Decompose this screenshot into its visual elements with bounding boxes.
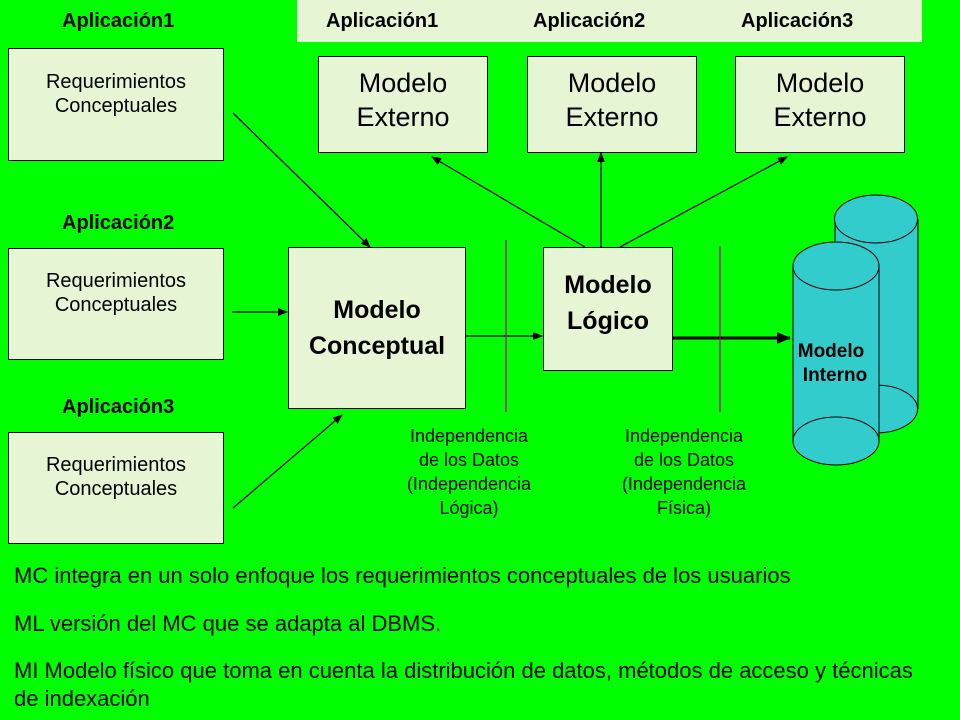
logical-independence-caption: Independencia de los Datos (Independenci…: [374, 424, 564, 520]
external-model-1-line2: Externo: [356, 101, 450, 132]
cylinder-front: [792, 241, 880, 466]
requirements-box-3-line1: Requerimientos: [45, 454, 187, 476]
note-ml: ML versión del MC que se adapta al DBMS.: [14, 611, 442, 636]
physical-independence-line4: Física): [657, 498, 711, 518]
conceptual-model-line2: Conceptual: [308, 332, 446, 360]
requirements-box-3-line2: Conceptuales: [54, 478, 178, 500]
external-model-2: Modelo Externo: [527, 56, 697, 153]
requirements-box-2-line1: Requerimientos: [45, 270, 187, 292]
internal-model-line1: Modelo: [797, 341, 865, 362]
physical-independence-caption: Independencia de los Datos (Independenci…: [589, 424, 779, 520]
note-mc: MC integra en un solo enfoque los requer…: [14, 563, 791, 588]
external-model-3-line2: Externo: [773, 101, 867, 132]
arrow-logical-to-external-1: [431, 156, 586, 248]
requirements-box-3: Requerimientos Conceptuales: [8, 432, 224, 544]
requirements-box-2-line2: Conceptuales: [54, 294, 178, 316]
conceptual-model-line1: Modelo: [333, 296, 421, 324]
internal-model-line2: Interno: [802, 365, 868, 386]
note-mi: MI Modelo físico que toma en cuenta la d…: [14, 658, 913, 711]
label-aplicacion2-banner: Aplicación2: [533, 10, 646, 32]
logical-independence-line4: Lógica): [439, 498, 499, 518]
logical-model-line1: Modelo: [564, 271, 652, 299]
physical-independence-line1: Independencia: [624, 426, 744, 446]
arrow-req1-to-conceptual: [232, 112, 371, 248]
requirements-box-2: Requerimientos Conceptuales: [8, 248, 224, 360]
arrow-req3-to-conceptual: [232, 414, 343, 509]
label-aplicacion3-banner: Aplicación3: [741, 10, 854, 32]
label-aplicacion1-banner: Aplicación1: [326, 10, 439, 32]
logical-model-box: Modelo Lógico: [543, 247, 673, 371]
external-model-1: Modelo Externo: [318, 56, 488, 153]
logical-model-line2: Lógico: [567, 307, 649, 335]
external-model-3-line1: Modelo: [775, 67, 865, 98]
label-aplicacion3-side: Aplicación3: [62, 396, 175, 418]
external-model-1-line1: Modelo: [358, 67, 448, 98]
physical-independence-line2: de los Datos: [633, 450, 735, 470]
requirements-box-1-line1: Requerimientos: [45, 70, 187, 93]
external-model-3: Modelo Externo: [735, 56, 905, 153]
logical-independence-line1: Independencia: [409, 426, 529, 446]
physical-independence-line3: (Independencia: [621, 474, 747, 494]
logical-independence-line2: de los Datos: [418, 450, 520, 470]
external-model-2-line2: Externo: [565, 101, 659, 132]
logical-independence-line3: (Independencia: [406, 474, 532, 494]
arrow-logical-to-external-3: [619, 156, 788, 248]
label-aplicacion2-side: Aplicación2: [62, 212, 175, 234]
requirements-box-1-line2: Conceptuales: [54, 94, 178, 117]
requirements-box-1: Requerimientos Conceptuales: [8, 48, 224, 161]
label-aplicacion1-left: Aplicación1: [62, 10, 175, 32]
external-model-2-line1: Modelo: [567, 67, 657, 98]
conceptual-model-box: Modelo Conceptual: [288, 247, 466, 409]
internal-model-label: Modelo Interno: [770, 340, 900, 388]
applications-banner: [297, 0, 922, 42]
